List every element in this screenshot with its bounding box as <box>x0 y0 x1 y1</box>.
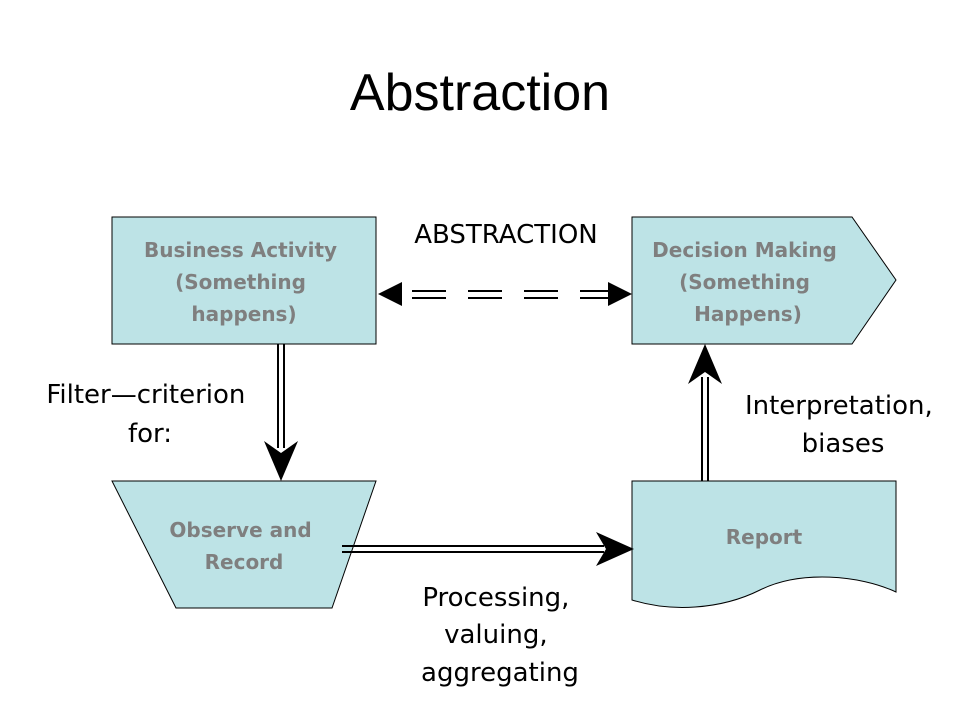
report-node: Report <box>631 480 897 608</box>
interpretation-arrow <box>688 344 722 481</box>
processing-label-line-3: aggregating <box>421 658 579 688</box>
processing-label: Processing, valuing, aggregating <box>421 583 579 688</box>
filter-arrow <box>264 344 298 481</box>
interpretation-label: Interpretation, biases <box>745 391 941 459</box>
observe-record-label: Observe and Record <box>169 518 318 574</box>
report-line-1: Report <box>726 525 803 549</box>
arrowhead-down <box>264 441 298 481</box>
arrowhead-left <box>378 282 402 306</box>
filter-label-line-2: for: <box>128 419 172 449</box>
business-activity-box <box>111 216 377 345</box>
arrowhead-right-processing <box>596 532 634 566</box>
filter-label: Filter—criterion for: <box>46 380 253 449</box>
arrowhead-right <box>608 282 632 306</box>
filter-label-line-1: Filter—criterion <box>46 380 245 410</box>
processing-arrow <box>342 532 634 566</box>
observe-record-line-2: Record <box>205 550 284 574</box>
decision-making-line-3: Happens) <box>694 302 802 326</box>
processing-label-line-2: valuing, <box>444 620 548 650</box>
observe-record-node: Observe and Record <box>111 480 377 609</box>
processing-label-line-1: Processing, <box>422 583 569 613</box>
arrowhead-up <box>688 344 722 384</box>
decision-making-shape <box>631 216 897 345</box>
interpretation-label-line-1: Interpretation, <box>745 391 933 421</box>
report-shape <box>631 480 897 608</box>
page-title: Abstraction <box>350 64 610 122</box>
business-activity-node: Business Activity (Something happens) <box>111 216 377 345</box>
business-activity-label: Business Activity (Something happens) <box>144 238 344 326</box>
decision-making-line-2: (Something <box>679 270 810 294</box>
business-activity-line-2: (Something <box>175 270 306 294</box>
observe-record-shape <box>111 480 377 609</box>
report-label: Report <box>726 525 803 549</box>
interpretation-label-line-2: biases <box>802 429 885 459</box>
decision-making-node: Decision Making (Something Happens) <box>631 216 897 345</box>
business-activity-line-1: Business Activity <box>144 238 337 262</box>
abstraction-arrow <box>378 282 632 306</box>
abstraction-label: ABSTRACTION <box>414 220 598 250</box>
decision-making-label: Decision Making (Something Happens) <box>652 238 844 326</box>
decision-making-line-1: Decision Making <box>652 238 837 262</box>
observe-record-line-1: Observe and <box>169 518 311 542</box>
business-activity-line-3: happens) <box>191 302 296 326</box>
